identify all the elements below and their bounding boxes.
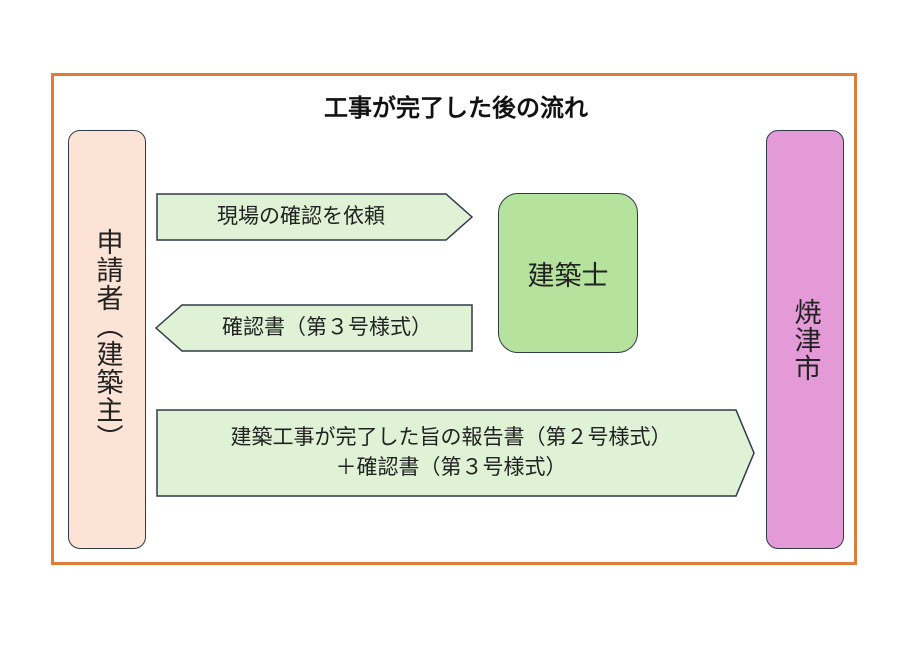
architect-box: 建築士	[498, 193, 638, 353]
diagram-title: 工事が完了した後の流れ	[324, 94, 588, 122]
completion-report-line-1: 建築工事が完了した旨の報告書（第２号様式）	[230, 425, 672, 449]
arrow-request-inspection-label: 現場の確認を依頼	[217, 204, 385, 228]
architect-label: 建築士	[527, 260, 609, 292]
city-label: 焼津市	[789, 297, 821, 382]
arrow-completion-report-label: 建築工事が完了した旨の報告書（第２号様式） ＋確認書（第３号様式）	[156, 422, 746, 482]
city-box: 焼津市	[766, 130, 844, 549]
arrow-confirmation-doc-label: 確認書（第３号様式）	[222, 315, 432, 339]
arrow-completion-report	[156, 409, 755, 497]
diagram-frame	[51, 73, 857, 565]
completion-report-line-2: ＋確認書（第３号様式）	[335, 455, 567, 479]
applicant-label: 申請者（建築主）	[91, 227, 123, 452]
applicant-box: 申請者（建築主）	[68, 130, 146, 549]
arrow-request-inspection	[156, 193, 474, 241]
arrow-confirmation-doc	[154, 304, 473, 352]
